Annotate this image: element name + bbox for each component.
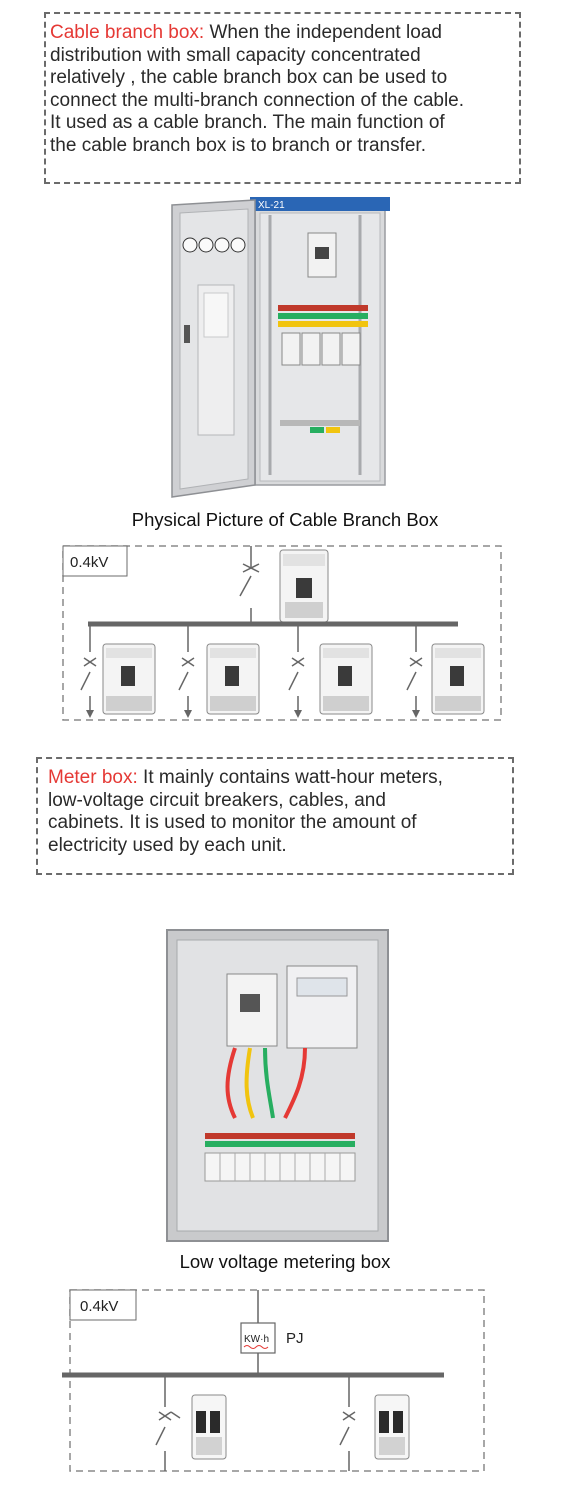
note-line: connect the multi-branch connection of t… (50, 89, 465, 111)
miniature-breaker-icon (191, 1394, 227, 1460)
note-line: It mainly contains watt-hour meters, (137, 767, 443, 788)
cable-branch-note-text: Cable branch box: When the independent l… (50, 22, 520, 157)
meter-box-note-title: Meter box: (48, 767, 138, 788)
cable-branch-cabinet-picture: XL-21 (171, 197, 390, 498)
meter-tag: PJ (286, 1330, 304, 1347)
note-line: cabinets. It is used to monitor the amou… (48, 812, 417, 833)
branch-breaker-icon (206, 643, 260, 715)
meter-label: KW·h (244, 1334, 269, 1345)
cable-branch-note-title: Cable branch box: (50, 22, 205, 43)
cabinet-model-label: XL-21 (258, 200, 285, 211)
low-voltage-metering-box-picture (166, 929, 389, 1242)
voltage-label: 0.4kV (80, 1298, 118, 1315)
cable-branch-single-line-diagram: 0.4kV (62, 545, 502, 721)
main-breaker-icon (279, 549, 329, 623)
miniature-breaker-icon (374, 1394, 410, 1460)
meter-box-note-text: Meter box: It mainly contains watt-hour … (48, 767, 510, 857)
branch-breaker-icon (431, 643, 485, 715)
cabinet-caption: Physical Picture of Cable Branch Box (131, 509, 439, 530)
note-line: It used as a cable branch. The main func… (50, 112, 445, 133)
note-line: the cable branch box is to branch or tra… (50, 134, 426, 156)
note-line: When the independent load (204, 22, 442, 43)
note-line: low-voltage circuit breakers, cables, an… (48, 789, 386, 811)
kwh-meter-icon: KW·h (240, 1322, 276, 1354)
cable-branch-note-box (44, 12, 521, 184)
branch-breaker-icon (319, 643, 373, 715)
metering-box-single-line-diagram: 0.4kV KW·h PJ (62, 1289, 485, 1472)
note-line: distribution with small capacity concent… (50, 44, 421, 66)
branch-breaker-icon (102, 643, 156, 715)
meter-box-caption: Low voltage metering box (179, 1251, 391, 1272)
note-line: relatively , the cable branch box can be… (50, 67, 448, 88)
voltage-label: 0.4kV (70, 554, 108, 571)
meter-box-note-box (36, 757, 514, 875)
note-line: electricity used by each unit. (48, 834, 287, 856)
